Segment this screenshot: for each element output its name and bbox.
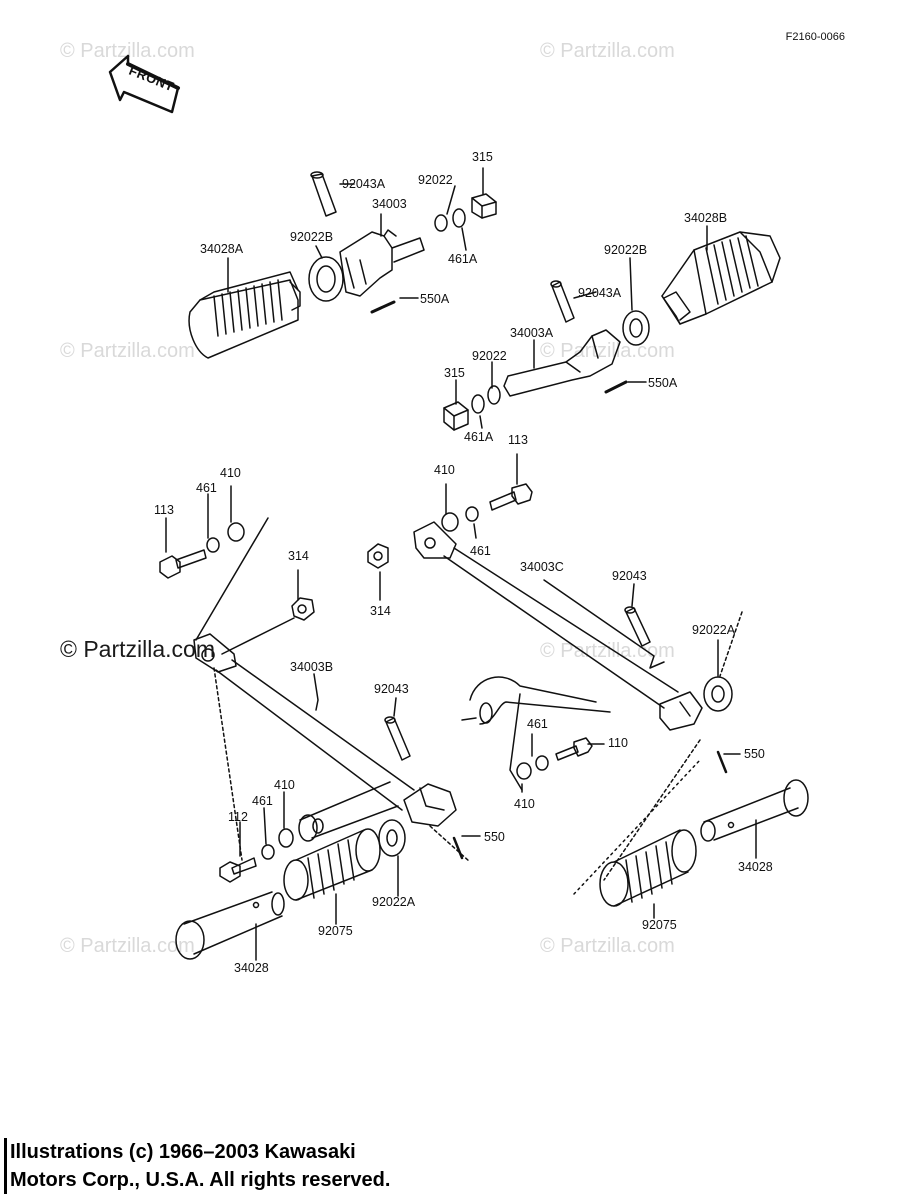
cotter-pin-550-right xyxy=(716,750,728,774)
pin-92043-left xyxy=(384,716,411,761)
footpeg-rubber-34028b xyxy=(661,231,781,325)
label-92075-right: 92075 xyxy=(642,918,677,932)
label-461-left: 461 xyxy=(196,481,217,495)
footpeg-bracket-34003a xyxy=(503,329,621,397)
label-113-left: 113 xyxy=(154,503,174,517)
pedal-arm-left xyxy=(298,781,399,842)
washer-410-lower xyxy=(516,762,532,780)
footpeg-pin-34028-right xyxy=(700,779,809,842)
pin-92043-right xyxy=(624,606,651,647)
watermark-strong: © Partzilla.com xyxy=(60,636,215,662)
label-92022-mid: 92022 xyxy=(472,349,507,363)
lever-arm-34003b xyxy=(193,633,457,827)
washer-461-right xyxy=(465,506,479,522)
label-34003c: 34003C xyxy=(520,560,564,574)
label-112: 112 xyxy=(228,810,248,824)
rubber-92075-left xyxy=(283,828,381,901)
watermark: © Partzilla.com xyxy=(60,935,195,957)
label-92022a-left: 92022A xyxy=(372,895,416,909)
washer-461a-top xyxy=(452,208,466,228)
label-461-low-left: 461 xyxy=(252,794,273,808)
washer-92022a-right xyxy=(703,676,733,712)
label-550a-right: 550A xyxy=(648,376,678,390)
washer-92022a-left xyxy=(378,819,406,857)
label-92022a-right: 92022A xyxy=(692,623,736,637)
pin-92043a-right xyxy=(550,280,575,323)
bolt-112 xyxy=(219,857,257,883)
washer-461-lower xyxy=(535,755,549,771)
watermark: © Partzilla.com xyxy=(60,40,195,62)
copyright-line-2: Motors Corp., U.S.A. All rights reserved… xyxy=(10,1169,391,1191)
copyright-notice: Illustrations (c) 1966–2003 Kawasaki Mot… xyxy=(4,1138,390,1194)
footpeg-rubber-34028a xyxy=(188,271,301,359)
nut-314-left xyxy=(291,597,315,621)
label-550-left: 550 xyxy=(484,830,505,844)
nut-315-top xyxy=(471,193,497,219)
label-461a-mid: 461A xyxy=(464,430,494,444)
label-34028-right: 34028 xyxy=(738,860,773,874)
bolt-113-right xyxy=(489,483,533,511)
label-410-left: 410 xyxy=(220,466,241,480)
washer-410-right xyxy=(441,512,459,532)
label-34028b: 34028B xyxy=(684,211,728,225)
cotter-pin-550-left xyxy=(452,836,464,860)
nut-315-mid xyxy=(443,401,469,431)
washer-92022b-right xyxy=(622,310,650,346)
copyright-line-1: Illustrations (c) 1966–2003 Kawasaki xyxy=(10,1141,356,1163)
label-34003a: 34003A xyxy=(510,326,554,340)
washer-410-low-left xyxy=(278,828,294,848)
label-92043a-right: 92043A xyxy=(578,286,622,300)
label-110: 110 xyxy=(608,736,628,750)
label-550-right: 550 xyxy=(744,747,765,761)
washer-410-left xyxy=(227,522,245,542)
label-461-lower: 461 xyxy=(527,717,548,731)
label-315-top: 315 xyxy=(472,150,493,164)
bolt-113-left xyxy=(159,549,207,579)
label-34028a: 34028A xyxy=(200,242,244,256)
lever-arm-34003c xyxy=(413,521,703,731)
washer-92022-top xyxy=(434,214,448,232)
label-315-mid: 315 xyxy=(444,366,465,380)
label-92043-right: 92043 xyxy=(612,569,647,583)
cotter-pin-550a-right xyxy=(604,380,628,394)
nut-314-center xyxy=(367,543,389,569)
footpeg-bracket-34003 xyxy=(339,229,425,297)
washer-92022-mid xyxy=(487,385,501,405)
label-461-right: 461 xyxy=(470,544,491,558)
rubber-92075-right xyxy=(599,829,697,907)
label-34028-left: 34028 xyxy=(234,961,269,975)
label-34003b: 34003B xyxy=(290,660,334,674)
label-34003: 34003 xyxy=(372,197,407,211)
cotter-pin-550a-top xyxy=(370,300,396,314)
washer-461a-mid xyxy=(471,394,485,414)
label-92075-left: 92075 xyxy=(318,924,353,938)
label-550a-top: 550A xyxy=(420,292,450,306)
label-113-right: 113 xyxy=(508,433,528,447)
label-410-low-left: 410 xyxy=(274,778,295,792)
watermark: © Partzilla.com xyxy=(540,40,675,62)
washer-461-low-left xyxy=(261,844,275,860)
pin-92043a-top xyxy=(310,171,337,217)
footpeg-pin-34028-left xyxy=(175,891,285,960)
label-92043a-top: 92043A xyxy=(342,177,386,191)
label-92022-top: 92022 xyxy=(418,173,453,187)
bolt-110 xyxy=(555,737,593,761)
label-461a-top: 461A xyxy=(448,252,478,266)
watermark: © Partzilla.com xyxy=(60,340,195,362)
label-92043-left: 92043 xyxy=(374,682,409,696)
label-314-center: 314 xyxy=(370,604,391,618)
front-arrow-icon xyxy=(108,54,180,114)
label-410-right: 410 xyxy=(434,463,455,477)
label-92022b-left: 92022B xyxy=(290,230,334,244)
label-314-left: 314 xyxy=(288,549,309,563)
label-92022b-right: 92022B xyxy=(604,243,648,257)
watermark: © Partzilla.com xyxy=(540,935,675,957)
pedal-arm xyxy=(461,676,611,725)
diagram-code: F2160-0066 xyxy=(785,31,845,43)
label-410-lower: 410 xyxy=(514,797,535,811)
washer-461-left xyxy=(206,537,220,553)
washer-92022b-left xyxy=(308,256,344,302)
